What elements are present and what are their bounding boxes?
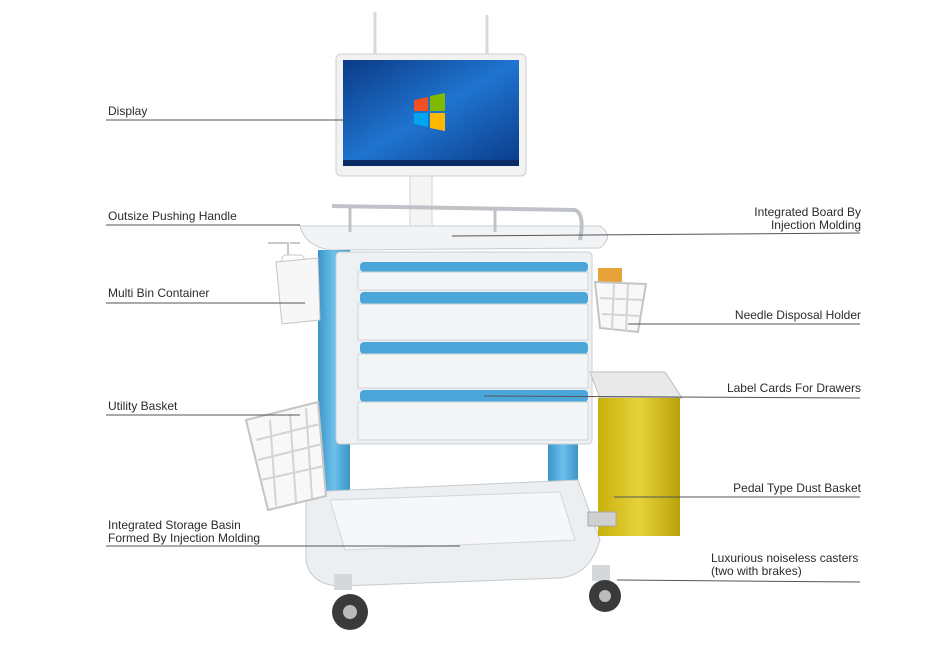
drawers	[357, 262, 589, 441]
label-integrated-board: Integrated Board By Injection Molding	[754, 206, 861, 232]
basin-inner	[329, 491, 576, 551]
label-display: Display	[108, 104, 148, 118]
label-pushing-handle: Outsize Pushing Handle	[108, 209, 237, 223]
label-board-line1: Integrated Board By	[754, 205, 861, 219]
label-storage-basin: Integrated Storage Basin Formed By Injec…	[108, 519, 260, 545]
label-multi-bin: Multi Bin Container	[108, 286, 210, 300]
label-needle-disposal: Needle Disposal Holder	[734, 308, 861, 322]
utility-basket	[244, 400, 328, 512]
windows-logo-icon	[414, 93, 445, 131]
label-dust-basket: Pedal Type Dust Basket	[733, 481, 861, 495]
label-utility-basket: Utility Basket	[108, 399, 178, 413]
pedal-dust-basket	[587, 371, 683, 536]
label-storage-line1: Integrated Storage Basin	[108, 518, 241, 532]
label-board-line2: Injection Molding	[770, 218, 861, 232]
needle-disposal-holder	[593, 268, 648, 334]
taskbar	[343, 160, 519, 166]
top-board	[299, 225, 608, 251]
label-label-cards: Label Cards For Drawers	[726, 381, 861, 395]
label-casters-line1: Luxurious noiseless casters	[711, 551, 859, 565]
caster-front-right	[589, 565, 621, 612]
label-storage-line2: Formed By Injection Molding	[108, 531, 261, 545]
label-casters: Luxurious noiseless casters (two with br…	[711, 552, 858, 578]
leader-lines	[106, 119, 861, 583]
caster-front-left	[332, 574, 368, 630]
multi-bin-container	[275, 257, 321, 325]
display-mast	[409, 175, 433, 235]
label-casters-line2: (two with brakes)	[711, 564, 802, 578]
